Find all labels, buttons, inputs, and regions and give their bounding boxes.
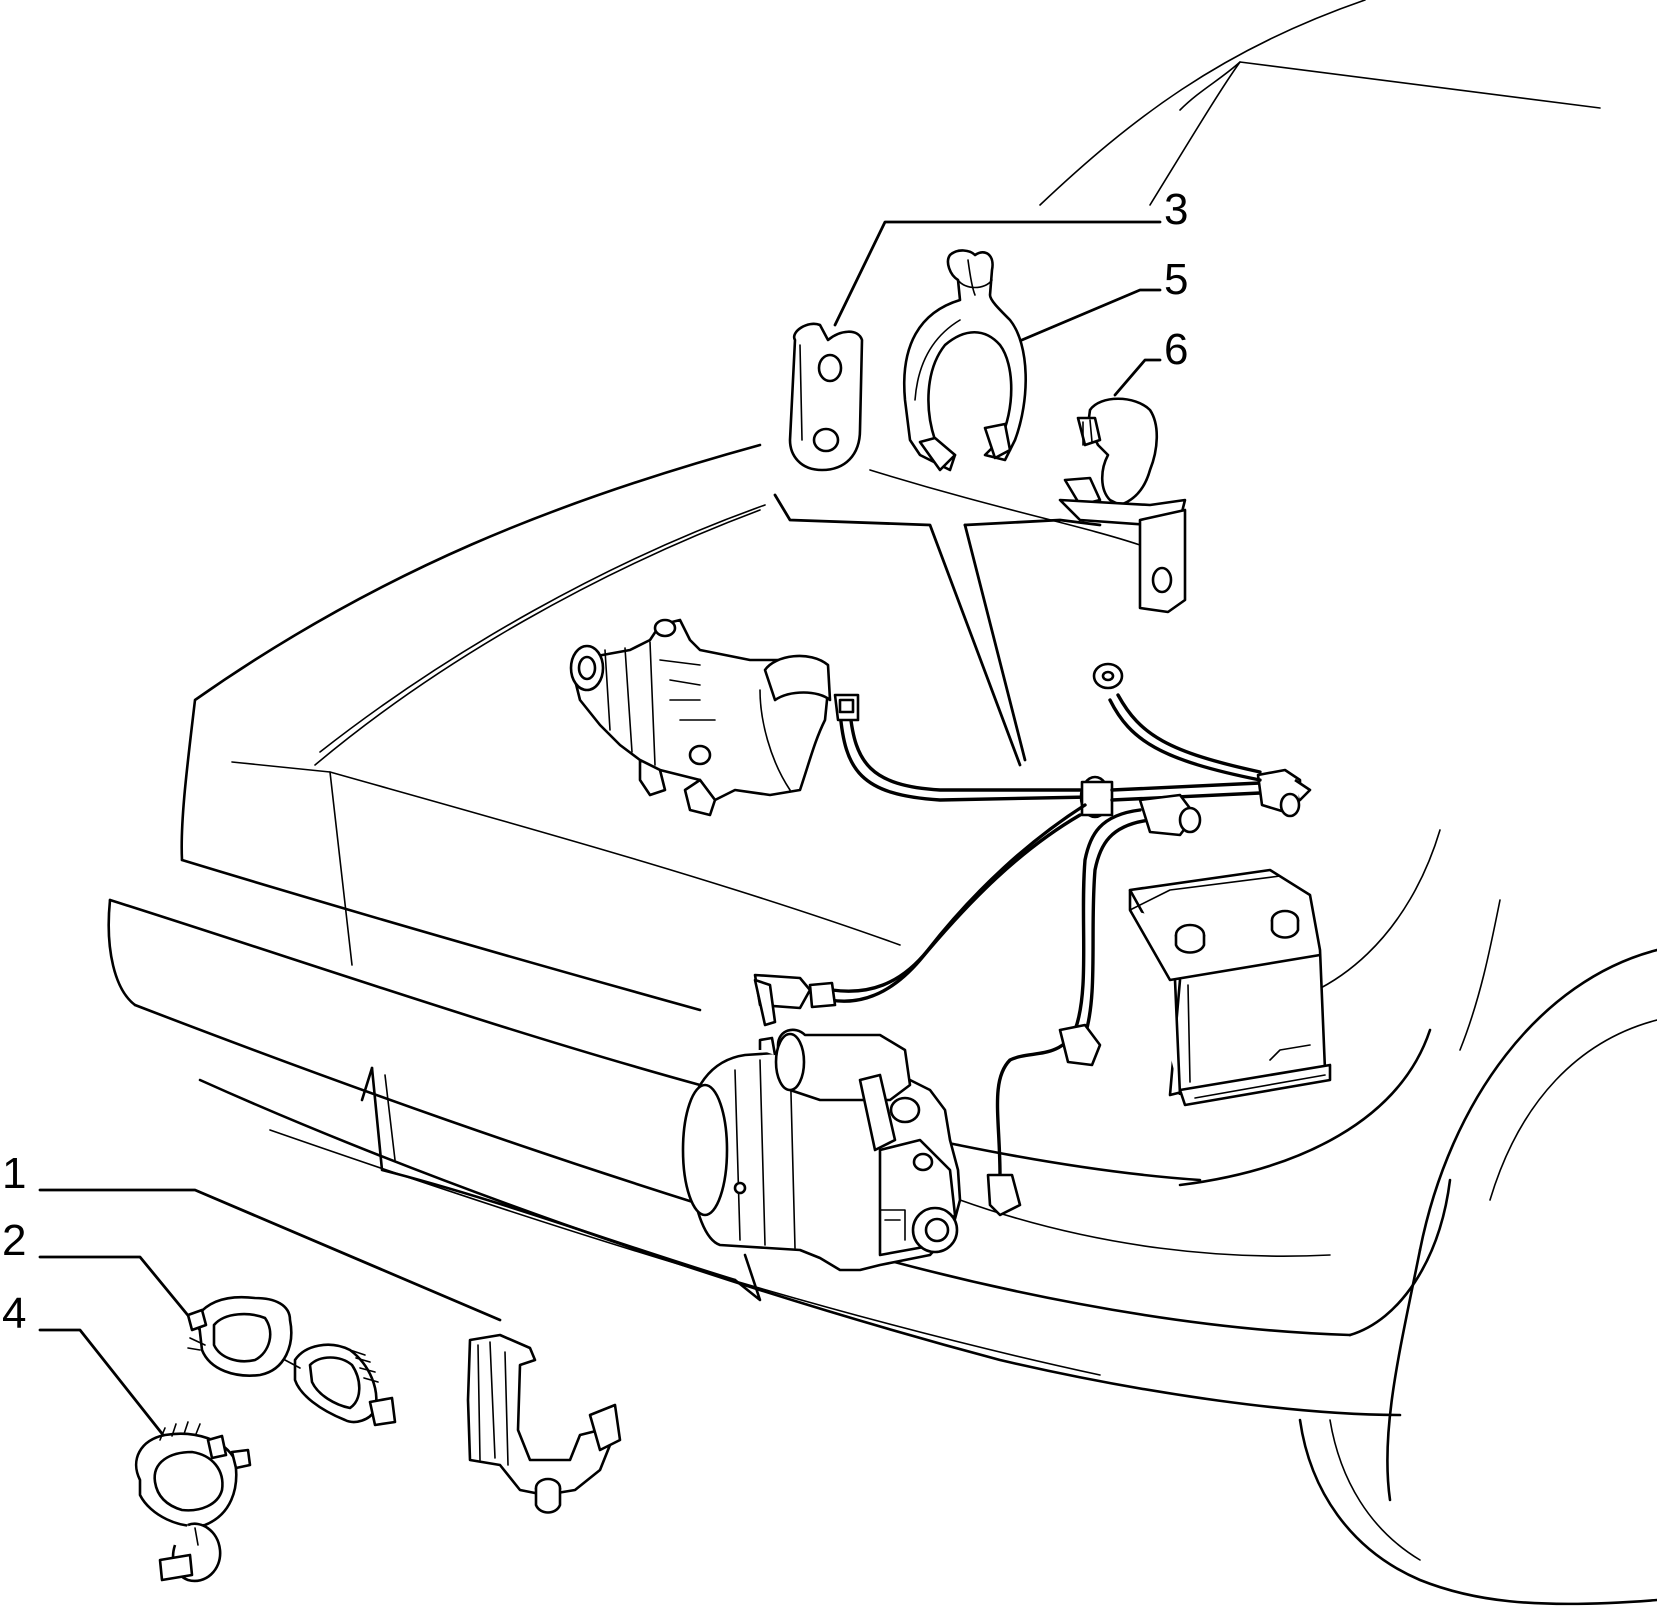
callout-labels: 3 5 6 1 2 4 (2, 185, 1188, 1338)
part-3-strap-bracket (788, 322, 864, 472)
leader-2 (38, 1255, 202, 1332)
starter-motor (681, 1028, 962, 1272)
part-4-loop-clip (134, 1421, 252, 1583)
callout-2: 2 (2, 1216, 26, 1265)
callout-4: 4 (2, 1289, 26, 1338)
leader-3 (833, 220, 1162, 327)
car-body-outline (107, 0, 1657, 1606)
callout-6: 6 (1164, 325, 1188, 374)
part-2-double-clip (186, 1295, 397, 1427)
wiring-harness (753, 662, 1312, 1217)
leader-4 (38, 1328, 177, 1452)
callout-3: 3 (1164, 185, 1188, 234)
alternator (569, 618, 832, 817)
part-5-omega-clamp (902, 249, 1027, 472)
leader-lines (38, 220, 1162, 1452)
part-1-cable-bracket (466, 1333, 622, 1514)
leader-5 (1008, 288, 1162, 347)
pointer-clip-group-c (963, 523, 1027, 762)
part-6-bracket-clip (1058, 397, 1187, 614)
pointer-clip-group-b (963, 518, 1102, 527)
callout-1: 1 (2, 1149, 26, 1198)
leader-6 (1113, 358, 1162, 397)
pointer-clip-group (773, 493, 1022, 767)
battery (1128, 868, 1332, 1107)
leader-1 (38, 1188, 502, 1322)
callout-5: 5 (1164, 255, 1188, 304)
